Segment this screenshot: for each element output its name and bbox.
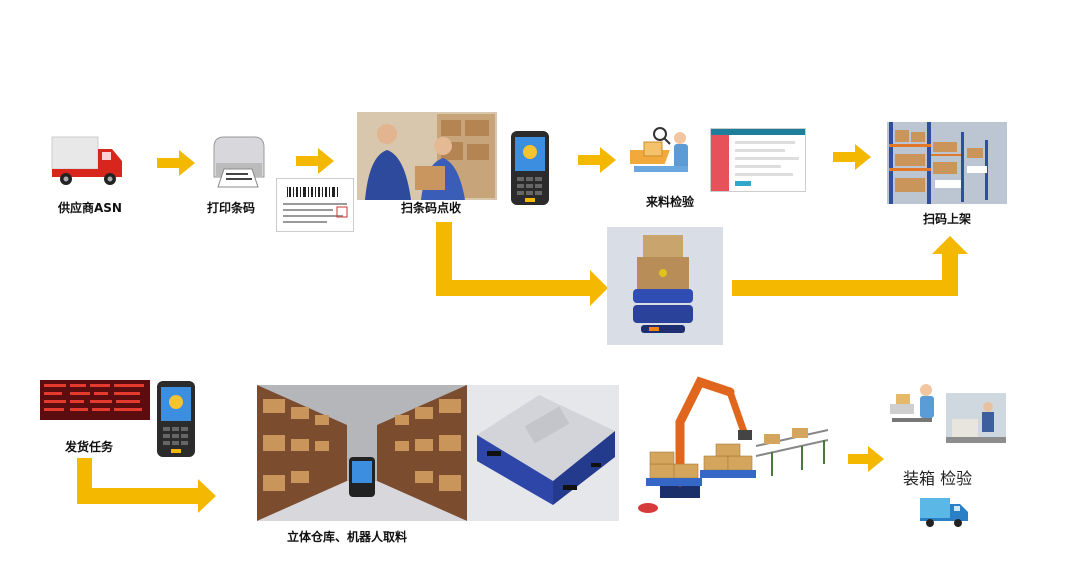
agv-robot-icon xyxy=(467,385,619,521)
robot-arm-icon xyxy=(632,372,832,520)
label-scan-receive: 扫条码点收 xyxy=(401,201,462,215)
arrow-receive-to-agv xyxy=(436,222,608,306)
barcode-label-icon xyxy=(276,178,354,232)
handheld-scanner-icon xyxy=(510,130,550,206)
handheld-scanner-icon xyxy=(156,380,196,458)
label-shipping-task: 发货任务 xyxy=(65,440,114,454)
label-print-barcode: 打印条码 xyxy=(207,201,256,215)
truck-icon xyxy=(50,135,128,189)
arrow-task-to-warehouse xyxy=(77,458,216,513)
arrow-agv-to-shelf xyxy=(732,236,968,296)
arrow-robot-to-packing xyxy=(848,446,884,472)
arrow-asn-to-print xyxy=(157,150,195,176)
label-printer-icon xyxy=(204,133,274,191)
delivery-truck-icon xyxy=(918,494,970,530)
packing-photo xyxy=(946,393,1006,443)
warehouse-aisle-photo xyxy=(257,385,467,521)
packing-station-icon xyxy=(888,380,940,430)
label-packing-inspection: 装箱 检验 xyxy=(903,469,973,488)
arrow-scanner-to-inspect xyxy=(578,147,616,173)
arrow-print-to-label xyxy=(296,148,334,174)
label-warehouse-robot-pick: 立体仓库、机器人取料 xyxy=(287,530,408,544)
inspection-station-icon xyxy=(630,122,700,184)
label-scan-shelving: 扫码上架 xyxy=(923,212,972,226)
software-screen-icon xyxy=(710,128,806,192)
arrow-group xyxy=(77,144,968,513)
warehouse-shelf-icon xyxy=(887,122,1007,204)
label-incoming-inspection: 来料检验 xyxy=(646,195,695,209)
agv-robot-icon xyxy=(607,227,723,345)
scan-receive-photo xyxy=(357,112,497,200)
arrow-screen-to-shelf xyxy=(833,144,871,170)
task-board-icon xyxy=(40,380,150,420)
label-supplier-asn: 供应商ASN xyxy=(58,201,122,215)
